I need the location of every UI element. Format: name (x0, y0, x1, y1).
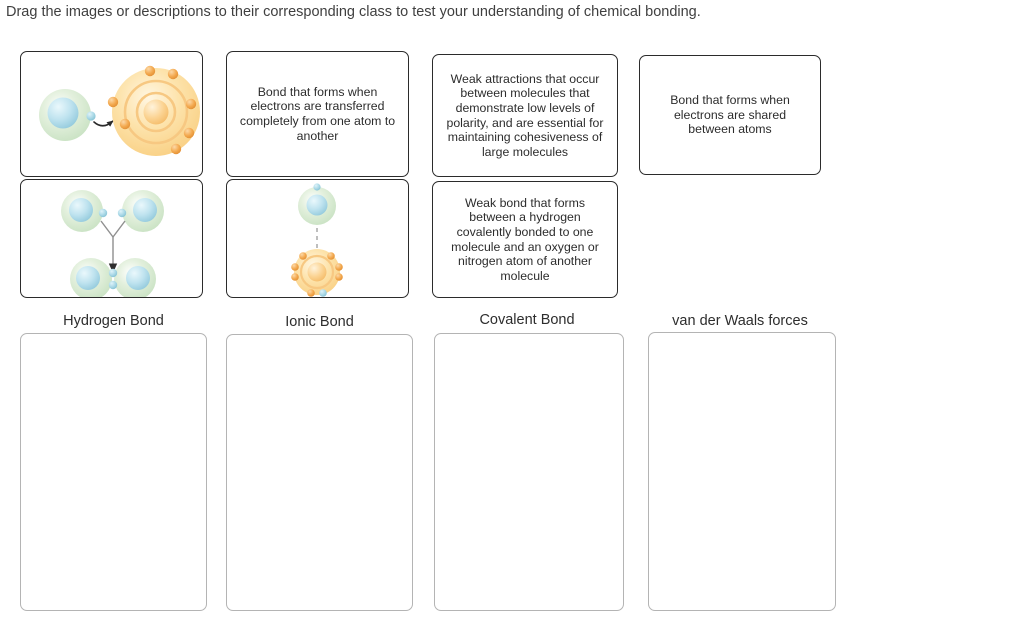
draggable-card-ionic-bond-image[interactable] (20, 51, 203, 177)
draggable-card-ionic-bond-description[interactable]: Bond that forms when electrons are trans… (226, 51, 409, 177)
dropzone-hydrogen-bond[interactable] (20, 333, 207, 611)
draggable-card-hydrogen-bond-description[interactable]: Weak bond that forms between a hydrogen … (432, 181, 618, 298)
dropzone-van-der-waals-forces[interactable] (648, 332, 836, 611)
hydrogen-bond-description-text: Weak bond that forms between a hydrogen … (451, 195, 599, 283)
class-label-ionic-bond: Ionic Bond (285, 314, 354, 330)
draggable-card-van-der-waals-description[interactable]: Weak attractions that occur between mole… (432, 54, 618, 177)
hydrogen-bond-illustration (291, 183, 343, 297)
class-label-van-der-waals-forces: van der Waals forces (672, 313, 808, 329)
ionic-bond-illustration (39, 65, 200, 156)
class-label-covalent-bond: Covalent Bond (479, 312, 575, 328)
covalent-bond-illustration (61, 190, 164, 297)
page-instruction: Drag the images or descriptions to their… (6, 4, 701, 20)
covalent-bond-description-text: Bond that forms when electrons are share… (670, 93, 790, 137)
dropzone-ionic-bond[interactable] (226, 334, 413, 611)
draggable-card-hydrogen-bond-image[interactable] (226, 179, 409, 298)
van-der-waals-description-text: Weak attractions that occur between mole… (446, 71, 604, 159)
class-label-hydrogen-bond: Hydrogen Bond (63, 313, 164, 329)
draggable-card-covalent-bond-image[interactable] (20, 179, 203, 298)
draggable-card-covalent-bond-description[interactable]: Bond that forms when electrons are share… (639, 55, 821, 175)
dropzone-covalent-bond[interactable] (434, 333, 624, 611)
ionic-bond-description-text: Bond that forms when electrons are trans… (239, 84, 396, 143)
